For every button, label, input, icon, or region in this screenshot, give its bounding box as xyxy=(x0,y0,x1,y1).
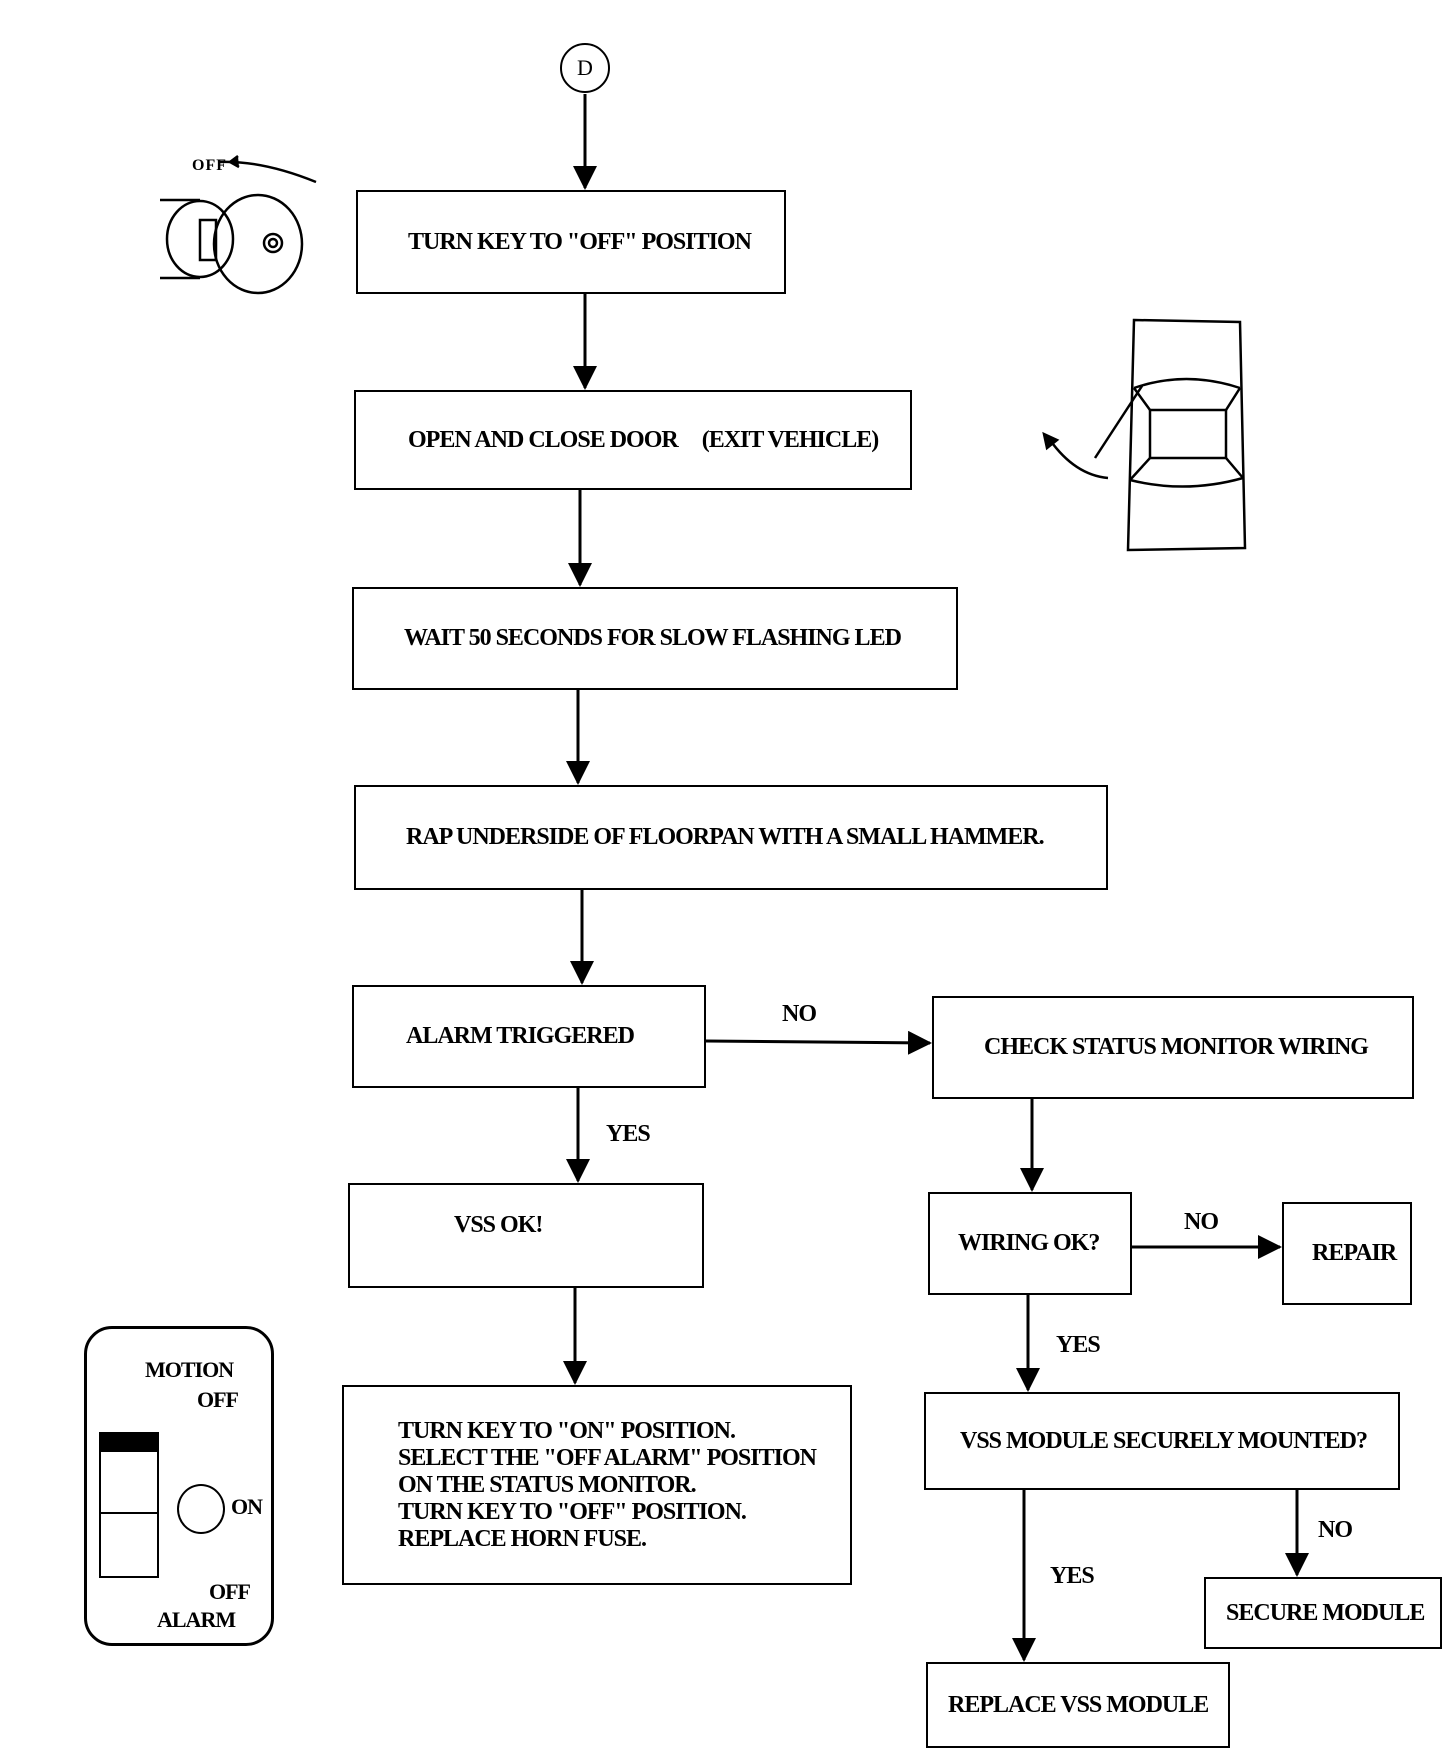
step-wait-for-led: WAIT 50 SECONDS FOR SLOW FLASHING LED xyxy=(352,587,958,690)
panel-alarm-label: ALARM xyxy=(157,1607,236,1632)
step-open-close-door: OPEN AND CLOSE DOOR (EXIT VEHICLE) xyxy=(354,390,912,490)
decision-wiring-ok: WIRING OK? xyxy=(928,1192,1132,1295)
step-final-instructions: TURN KEY TO "ON" POSITION. SELECT THE "O… xyxy=(342,1385,852,1585)
step-text: RAP UNDERSIDE OF FLOORPAN WITH A SMALL H… xyxy=(406,824,1045,850)
step-text: REPAIR xyxy=(1312,1240,1397,1266)
ignition-off-label: OFF xyxy=(192,157,227,174)
result-vss-ok: VSS OK! xyxy=(348,1183,704,1288)
final-line-1: TURN KEY TO "ON" POSITION. xyxy=(398,1417,736,1444)
step-text: VSS OK! xyxy=(454,1212,543,1238)
branch-label-alarm-yes: YES xyxy=(606,1121,651,1147)
step-text: VSS MODULE SECURELY MOUNTED? xyxy=(960,1427,1368,1454)
step-replace-vss-module: REPLACE VSS MODULE xyxy=(926,1662,1230,1748)
branch-label-wiring-yes: YES xyxy=(1056,1332,1101,1358)
branch-label-alarm-no: NO xyxy=(782,1001,817,1027)
panel-motion-off-label: OFF xyxy=(197,1387,239,1412)
step-text: OPEN AND CLOSE DOOR xyxy=(408,426,679,453)
branch-label-wiring-no: NO xyxy=(1184,1209,1219,1235)
step-rap-floorpan: RAP UNDERSIDE OF FLOORPAN WITH A SMALL H… xyxy=(354,785,1108,890)
step-text: WIRING OK? xyxy=(958,1230,1100,1256)
panel-switch-divider xyxy=(101,1512,157,1514)
step-text: REPLACE VSS MODULE xyxy=(948,1691,1209,1718)
final-line-2: SELECT THE "OFF ALARM" POSITION xyxy=(398,1444,817,1471)
panel-on-button xyxy=(177,1484,225,1534)
start-connector-d: D xyxy=(560,43,610,93)
step-text: CHECK STATUS MONITOR WIRING xyxy=(984,1034,1369,1060)
panel-on-label: ON xyxy=(231,1494,263,1519)
step-text-exit-vehicle: (EXIT VEHICLE) xyxy=(701,426,879,453)
step-text: ALARM TRIGGERED xyxy=(406,1023,635,1049)
connector-label: D xyxy=(577,55,593,80)
final-line-4: TURN KEY TO "OFF" POSITION. xyxy=(398,1498,747,1525)
arrow-alarm-no xyxy=(705,1030,932,1055)
branch-label-mounted-no: NO xyxy=(1318,1517,1353,1543)
step-text: TURN KEY TO "OFF" POSITION xyxy=(408,228,752,255)
final-line-3: ON THE STATUS MONITOR. xyxy=(398,1471,697,1498)
step-repair: REPAIR xyxy=(1282,1202,1412,1305)
step-turn-key-off: TURN KEY TO "OFF" POSITION xyxy=(356,190,786,294)
step-check-status-monitor-wiring: CHECK STATUS MONITOR WIRING xyxy=(932,996,1414,1099)
step-text: WAIT 50 SECONDS FOR SLOW FLASHING LED xyxy=(404,625,902,651)
step-secure-module: SECURE MODULE xyxy=(1204,1577,1442,1649)
decision-alarm-triggered: ALARM TRIGGERED xyxy=(352,985,706,1088)
panel-switch xyxy=(99,1432,159,1578)
step-text: SECURE MODULE xyxy=(1226,1599,1425,1626)
branch-label-mounted-yes: YES xyxy=(1050,1563,1095,1589)
panel-off-label: OFF xyxy=(209,1579,251,1604)
ignition-key-icon xyxy=(160,155,317,295)
final-line-5: REPLACE HORN FUSE. xyxy=(398,1525,647,1552)
decision-module-securely-mounted: VSS MODULE SECURELY MOUNTED? xyxy=(924,1392,1400,1490)
panel-motion-label: MOTION xyxy=(145,1357,234,1382)
status-monitor-panel: MOTION OFF ON OFF ALARM xyxy=(84,1326,274,1646)
panel-switch-indicator xyxy=(101,1434,157,1452)
car-open-door-icon xyxy=(1042,318,1247,552)
